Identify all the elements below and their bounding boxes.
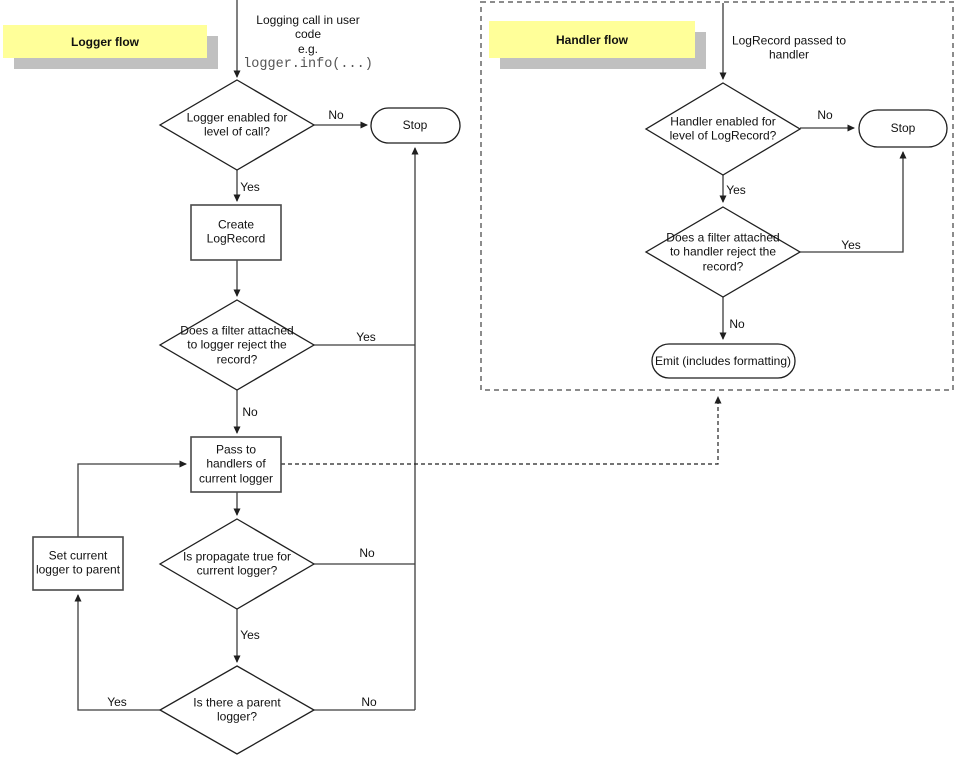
logger-flow-title: Logger flow (3, 25, 207, 58)
handler-flow-dashed-box (480, 1, 954, 391)
edge-label-hlevel-no: No (817, 108, 833, 122)
parent-check-label: Is there a parent logger? (193, 695, 281, 724)
pass-to-handlers-label: Pass to handlers of current logger (198, 442, 274, 486)
logger-start-note-eg: e.g. (297, 41, 318, 56)
edge-label-parent-no: No (361, 695, 377, 709)
edge-pass-to-handler-flow-dashed (281, 396, 722, 465)
emit-label: Emit (includes formatting) (654, 353, 792, 368)
logger-start-note-code: logger.info(...) (243, 56, 373, 72)
edge-hfilter-yes-to-stop (800, 151, 907, 253)
edge-label-level-no: No (328, 108, 344, 122)
edge-label-filter-no: No (242, 405, 258, 419)
handler-filter-check-diamond (644, 206, 802, 298)
pass-to-handlers-box (190, 436, 282, 493)
logger-stop-label: Stop (402, 117, 428, 132)
logger-flow-title-label: Logger flow (71, 34, 139, 49)
create-logrecord-box (190, 204, 282, 261)
edge-label-propagate-yes: Yes (240, 628, 260, 642)
logger-start-note-text: Logging call in user code (256, 12, 360, 42)
create-logrecord-label: Create LogRecord (206, 217, 266, 246)
set-current-logger-box (32, 536, 124, 591)
handler-filter-check-label: Does a filter attached to handler reject… (666, 230, 780, 274)
edge-label-parent-yes: Yes (107, 695, 127, 709)
logger-filter-check-diamond (158, 299, 316, 391)
propagate-check-diamond (158, 518, 316, 610)
logger-start-note: Logging call in user code e.g. logger.in… (228, 13, 388, 73)
set-current-logger-label: Set current logger to parent (35, 548, 121, 577)
emit-terminator (651, 343, 796, 379)
logger-level-check-label: Logger enabled for level of call? (186, 110, 288, 139)
logger-level-check-diamond (158, 79, 316, 171)
handler-level-check-label: Handler enabled for level of LogRecord? (669, 114, 777, 143)
edge-label-hfilter-yes: Yes (841, 238, 861, 252)
propagate-check-label: Is propagate true for current logger? (182, 549, 292, 578)
edge-set-to-pass (77, 460, 187, 537)
edge-label-hfilter-no: No (729, 317, 745, 331)
edge-label-propagate-no: No (359, 546, 375, 560)
handler-flow-title-label: Handler flow (555, 32, 628, 47)
parent-check-diamond (158, 665, 316, 755)
logger-stop-terminator (370, 107, 461, 144)
edge-label-filter-yes: Yes (356, 330, 376, 344)
handler-start-note: LogRecord passed to handler (731, 33, 847, 62)
edge-parent-yes-to-set (74, 594, 160, 711)
edge-label-level-yes: Yes (240, 180, 260, 194)
handler-flow-title: Handler flow (489, 21, 695, 58)
edge-label-hlevel-yes: Yes (726, 183, 746, 197)
handler-level-check-diamond (644, 82, 802, 176)
logger-filter-check-label: Does a filter attached to logger reject … (180, 323, 294, 367)
handler-stop-label: Stop (890, 120, 916, 135)
handler-stop-terminator (858, 109, 948, 148)
